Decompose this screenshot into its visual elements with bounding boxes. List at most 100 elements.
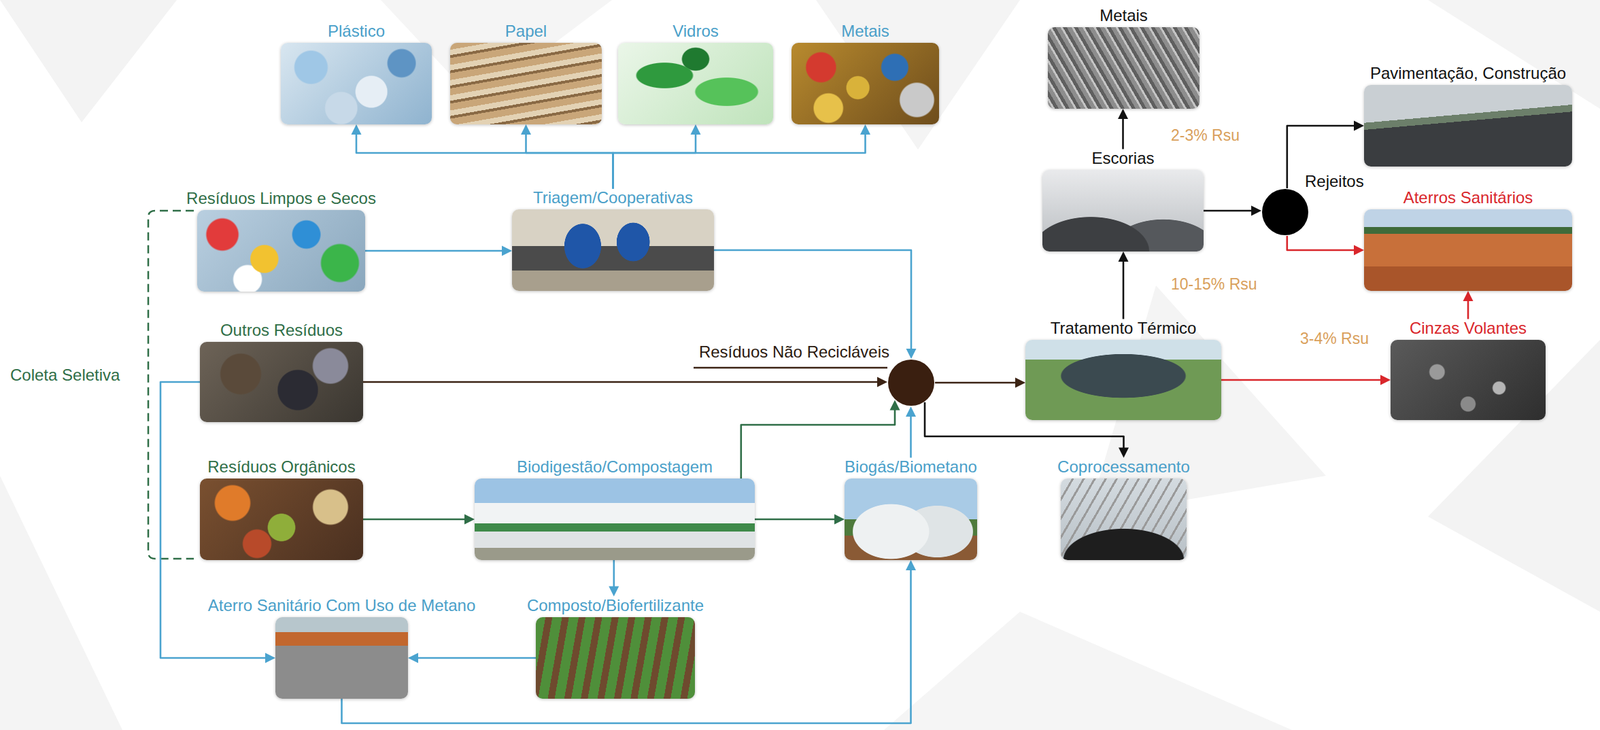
arrow-head: [906, 348, 917, 360]
percentage-label: 3-4% Rsu: [1300, 329, 1369, 348]
arrow-head: [860, 124, 871, 135]
arrow-head: [690, 124, 702, 135]
flow-line: [612, 560, 615, 588]
image-box: Composto/Biofertilizante: [535, 617, 695, 700]
flow-connector: [613, 124, 872, 189]
flow-connector: [1463, 291, 1474, 319]
flow-connector: [1203, 206, 1262, 217]
arrow-head: [351, 124, 362, 135]
percentage-label: 2-3% Rsu: [1170, 126, 1240, 145]
flow-connector: [754, 514, 845, 525]
arrow-head: [1117, 108, 1129, 119]
node-label: Rejeitos: [1304, 172, 1365, 192]
arrow-head: [1118, 447, 1129, 458]
image-box: Tratamento Térmico: [1025, 339, 1222, 421]
node-label: Resíduos Não Recicláveis: [699, 342, 890, 362]
arrow-head: [407, 653, 419, 664]
arrow-head: [1353, 121, 1365, 132]
flow-line: [613, 133, 697, 189]
flow-line: [342, 569, 912, 724]
arrow-head: [1015, 378, 1026, 389]
flow-connector: [934, 378, 1026, 389]
node-label: Metais: [841, 21, 890, 41]
arrow-head: [834, 514, 845, 525]
image-box: Triagem/Cooperativas: [512, 209, 714, 292]
flow-connector: [1221, 375, 1391, 386]
background-facet: [883, 611, 1292, 730]
flow-line: [934, 382, 1017, 385]
flow-connector: [351, 124, 614, 189]
background-facet: [0, 475, 123, 730]
node-label: Composto/Biofertilizante: [526, 596, 704, 616]
junction-shape: [887, 359, 935, 407]
arrow-head: [464, 514, 475, 525]
flow-line: [1122, 260, 1125, 319]
flow-connector: [608, 560, 619, 597]
node-label: Outros Resíduos: [220, 320, 343, 340]
node-label: Aterro Sanitário Com Uso de Metano: [208, 596, 476, 616]
arrow-head: [905, 406, 916, 417]
node-label: Metais: [1099, 6, 1148, 26]
flow-line: [416, 657, 536, 660]
flow-line: [363, 381, 879, 384]
flow-line: [1203, 210, 1253, 213]
arrow-head: [1118, 251, 1129, 262]
image-box: Biogás/Biometano: [844, 478, 978, 561]
group-label: Coleta Seletiva: [10, 365, 120, 385]
selective-collection-bracket: [148, 210, 194, 559]
image-box: Resíduos Orgânicos: [199, 478, 364, 561]
node-label: Biogás/Biometano: [844, 457, 978, 477]
image-box: Plástico: [280, 42, 432, 125]
flow-connector: [613, 124, 702, 189]
flow-line: [363, 518, 466, 521]
flow-connector: [905, 406, 916, 458]
flow-line: [356, 133, 614, 189]
flow-line: [1287, 235, 1356, 251]
flow-connector: [713, 250, 917, 360]
image-box: Outros Resíduos: [199, 342, 364, 423]
flow-line: [1221, 379, 1382, 382]
background-facet: [0, 0, 177, 123]
image-box: Cinzas Volantes: [1390, 339, 1546, 421]
flow-line: [713, 250, 912, 351]
flow-connector: [407, 653, 536, 664]
image-box: Resíduos Limpos e Secos: [197, 210, 366, 292]
image-box: Escorias: [1042, 169, 1204, 252]
node-label: Plástico: [327, 21, 385, 41]
node-label: Escorias: [1091, 148, 1154, 168]
flow-line: [754, 518, 836, 521]
arrow-head: [1380, 375, 1391, 386]
label-underline: [693, 367, 888, 370]
image-box: Coprocessamento: [1060, 478, 1187, 561]
image-box: Vidros: [618, 42, 774, 125]
flow-line: [909, 415, 912, 458]
flow-connector: [1118, 251, 1129, 319]
node-label: Coprocessamento: [1057, 457, 1190, 477]
image-box: Metais: [1047, 27, 1200, 109]
flow-connector: [363, 377, 888, 388]
flow-connector: [363, 514, 475, 525]
node-label: Vidros: [672, 21, 719, 41]
percentage-label: 10-15% Rsu: [1170, 275, 1258, 294]
arrow-head: [265, 653, 276, 664]
node-label: Pavimentação, Construção: [1370, 63, 1567, 83]
junction-disc: [1262, 189, 1309, 236]
junction-circle: Resíduos Não Recicláveis: [887, 359, 935, 407]
junction-circle: Rejeitos: [1261, 188, 1309, 236]
node-label: Resíduos Orgânicos: [207, 457, 355, 477]
image-box: Pavimentação, Construção: [1364, 84, 1573, 167]
node-label: Tratamento Térmico: [1050, 318, 1197, 338]
flow-line: [613, 133, 866, 189]
arrow-head: [608, 586, 619, 597]
flow-connector: [342, 560, 917, 724]
flow-connector: [1117, 108, 1129, 149]
junction-disc: [888, 359, 935, 406]
image-box: Biodigestão/Compostagem: [474, 478, 755, 561]
node-label: Triagem/Cooperativas: [533, 188, 693, 208]
flow-line: [1121, 117, 1125, 149]
node-label: Biodigestão/Compostagem: [516, 457, 713, 477]
node-label: Aterros Sanitários: [1403, 188, 1534, 208]
flow-line: [365, 250, 504, 253]
arrow-head: [905, 560, 916, 571]
image-box: Papel: [450, 42, 602, 125]
